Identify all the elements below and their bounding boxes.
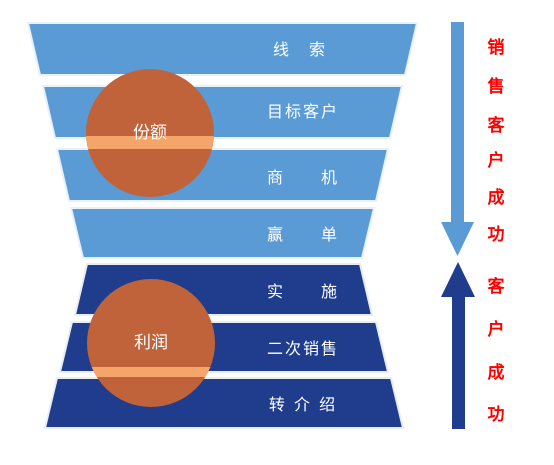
funnel-stage-5-label: 实 施 — [267, 282, 339, 301]
funnel-stage-4-shape — [69, 207, 376, 259]
side-char: 成 — [488, 362, 505, 383]
share-circle-label: 份额 — [133, 123, 167, 143]
profit-circle-label: 利润 — [134, 333, 168, 353]
side-char: 户 — [488, 150, 505, 171]
funnel-stage-4-label: 赢 单 — [267, 225, 339, 244]
profit-circle: 利润 — [87, 279, 215, 407]
side-label-sales-success: 销 售 客 户 成 功 — [487, 37, 506, 245]
side-char: 功 — [488, 225, 505, 245]
share-circle: 份额 — [86, 69, 214, 197]
funnel-stage-2-label: 目标客户 — [267, 102, 339, 121]
funnel-stage-1: 线 索 — [26, 22, 419, 76]
funnel-stage-7-shape — [43, 377, 405, 429]
side-char: 功 — [488, 405, 505, 425]
funnel-stage-4: 赢 单 — [69, 207, 376, 259]
funnel-stage-3-label: 商 机 — [267, 168, 339, 187]
funnel-stage-7 — [43, 377, 405, 429]
side-label-customer-success: 客 户 成 功 — [487, 276, 506, 425]
side-char: 销 — [488, 37, 505, 58]
arrow-up-icon — [441, 262, 475, 429]
side-char: 成 — [488, 187, 505, 208]
funnel-stage-1-shape — [26, 22, 419, 76]
side-char: 客 — [487, 276, 506, 297]
funnel-stage-7-label: 转 介 绍 — [269, 395, 337, 414]
side-char: 售 — [488, 76, 505, 97]
side-char: 户 — [488, 319, 505, 340]
side-char: 客 — [487, 115, 506, 136]
arrow-down-icon — [441, 22, 474, 256]
funnel-stage-6-label: 二次销售 — [267, 339, 339, 358]
funnel-stage-1-label: 线 索 — [273, 40, 327, 59]
